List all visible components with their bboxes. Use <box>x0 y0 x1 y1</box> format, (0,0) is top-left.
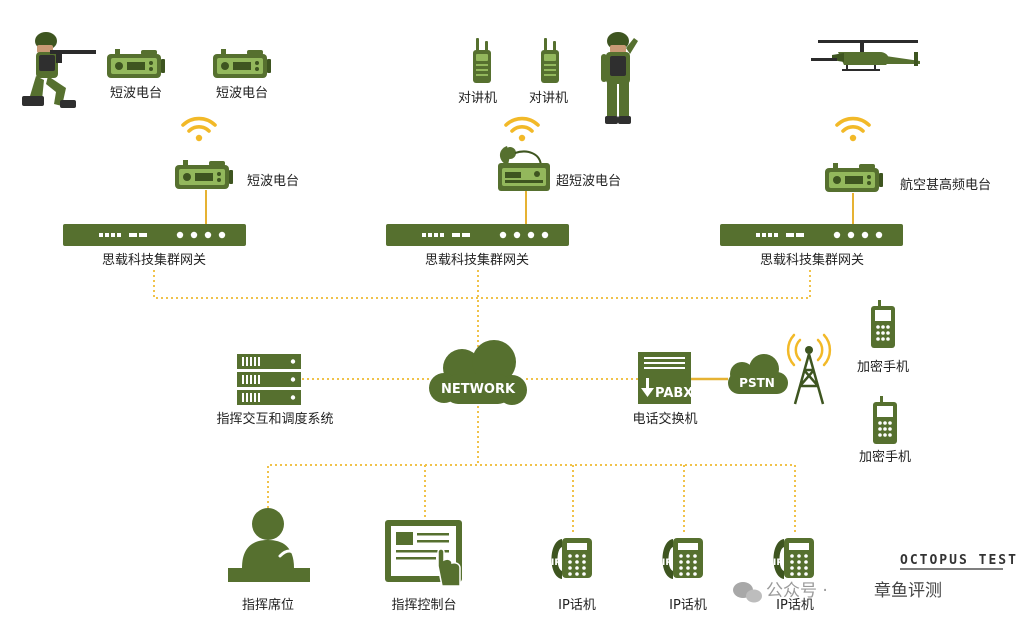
soldier-aiming-icon <box>22 32 96 108</box>
pabx-text: PABX <box>655 386 693 401</box>
center-walkie-2-label: 对讲机 <box>529 91 568 106</box>
right-gateway-label: 思载科技集群网关 <box>760 252 864 268</box>
wifi-icon <box>504 116 540 143</box>
center-gateway-label: 思载科技集群网关 <box>425 252 529 268</box>
server-icon <box>237 354 301 405</box>
ip-phone-3-badge: IP <box>773 558 783 568</box>
gateway-icon <box>63 224 246 246</box>
gateway-icon <box>720 224 903 246</box>
left-gateway-label: 思载科技集群网关 <box>102 252 206 268</box>
mobile-2-label: 加密手机 <box>859 449 911 465</box>
operator-icon <box>228 508 310 582</box>
wifi-icon <box>835 116 871 143</box>
tower-icon <box>786 333 832 405</box>
radio-handset-icon <box>498 146 550 191</box>
radio-icon <box>825 163 883 192</box>
radio-icon <box>175 160 233 189</box>
pabx-label: 电话交换机 <box>632 411 697 427</box>
ip-phone-1-badge: IP <box>551 558 561 568</box>
ip-phone-1-label: IP话机 <box>558 598 596 613</box>
mobile-phone-icon <box>873 396 897 444</box>
left-station-label: 短波电台 <box>247 174 299 189</box>
link-bottom-bus <box>267 464 796 532</box>
wechat-icon <box>733 582 762 603</box>
walkie-talkie-icon <box>473 38 491 83</box>
ip-phone-3-label: IP话机 <box>776 598 814 613</box>
helicopter-icon <box>811 40 920 71</box>
right-station-label: 航空甚高频电台 <box>900 177 991 193</box>
connection-lines <box>153 190 854 532</box>
touch-console-icon <box>385 520 462 587</box>
cloud-icon <box>429 340 527 405</box>
radio-icon <box>213 49 271 78</box>
center-walkie-1-label: 对讲机 <box>458 91 497 106</box>
account-name-watermark: 章鱼评测 <box>874 581 942 601</box>
link-gateway-bus <box>153 270 811 299</box>
account-watermark: 公众号 · <box>766 581 828 601</box>
walkie-talkie-icon <box>541 38 559 83</box>
radio-icon <box>107 49 165 78</box>
pstn-label: PSTN <box>739 376 775 390</box>
gateway-icon <box>386 224 569 246</box>
wifi-icon <box>181 116 217 143</box>
left-radio-1-label: 短波电台 <box>110 86 162 101</box>
ip-phone-2-badge: IP <box>662 558 672 568</box>
brand-watermark: OCTOPUS TEST <box>900 553 1018 568</box>
soldier-saluting-icon <box>601 32 638 124</box>
seat-label: 指挥席位 <box>242 597 294 613</box>
pstn-cloud-icon <box>728 354 788 394</box>
center-station-label: 超短波电台 <box>556 174 621 189</box>
left-radio-2-label: 短波电台 <box>216 86 268 101</box>
pabx-icon <box>638 352 691 404</box>
mobile-phone-icon <box>871 300 895 348</box>
server-label: 指挥交互和调度系统 <box>216 411 333 427</box>
console-label: 指挥控制台 <box>391 598 456 613</box>
mobile-1-label: 加密手机 <box>857 359 909 375</box>
ip-phone-2-label: IP话机 <box>669 598 707 613</box>
network-label: NETWORK <box>441 382 516 397</box>
